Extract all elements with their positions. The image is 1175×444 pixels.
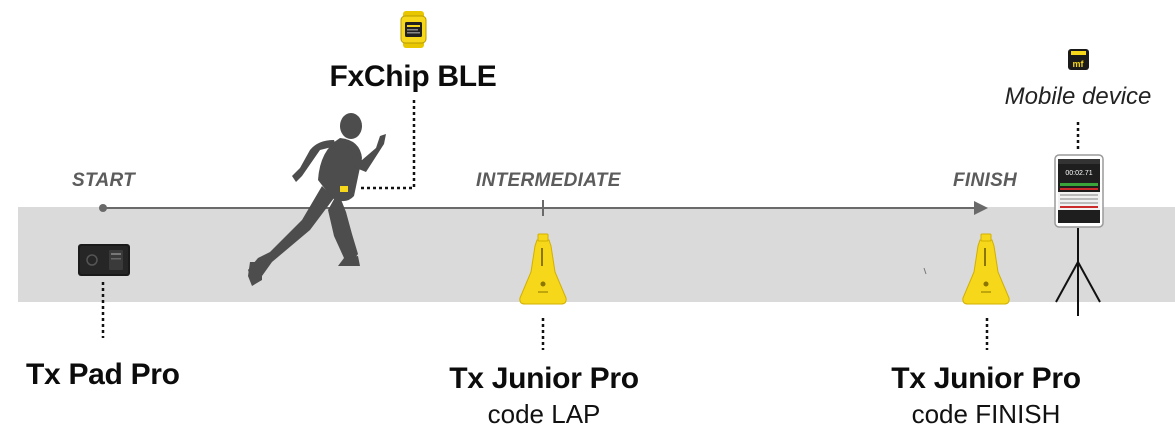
tx-pad-pro-label: Tx Pad Pro: [26, 358, 180, 391]
tx-pad-pro-device: [78, 244, 130, 276]
finish-gate-code: code FINISH: [911, 399, 1061, 429]
mobile-device-label: Mobile device: [1004, 83, 1152, 110]
tablet-device: 00:02.71: [1054, 154, 1104, 316]
tx-junior-pro-lap-device: [519, 233, 567, 305]
tx-junior-pro-finish-device: [962, 233, 1010, 305]
phase-finish-label: FINISH: [953, 170, 1018, 191]
connector-lines: [101, 100, 1080, 350]
app-icon: mf: [1068, 49, 1089, 70]
direction-arrow: [99, 200, 988, 216]
svg-text:mf: mf: [1073, 59, 1085, 69]
runner-chip-marker: [340, 186, 348, 192]
small-mark: [923, 267, 927, 275]
fxchip-label: FxChip BLE: [329, 60, 497, 93]
lap-gate-code: code LAP: [487, 399, 601, 429]
lap-gate-label: Tx Junior Pro: [449, 362, 639, 395]
tablet-time: 00:02.71: [1065, 170, 1092, 177]
phase-start-label: START: [72, 170, 136, 191]
runner-silhouette: [248, 113, 386, 286]
wristband-chip-icon: [400, 11, 427, 48]
phase-intermediate-label: INTERMEDIATE: [476, 170, 621, 191]
finish-gate-label: Tx Junior Pro: [891, 362, 1081, 395]
